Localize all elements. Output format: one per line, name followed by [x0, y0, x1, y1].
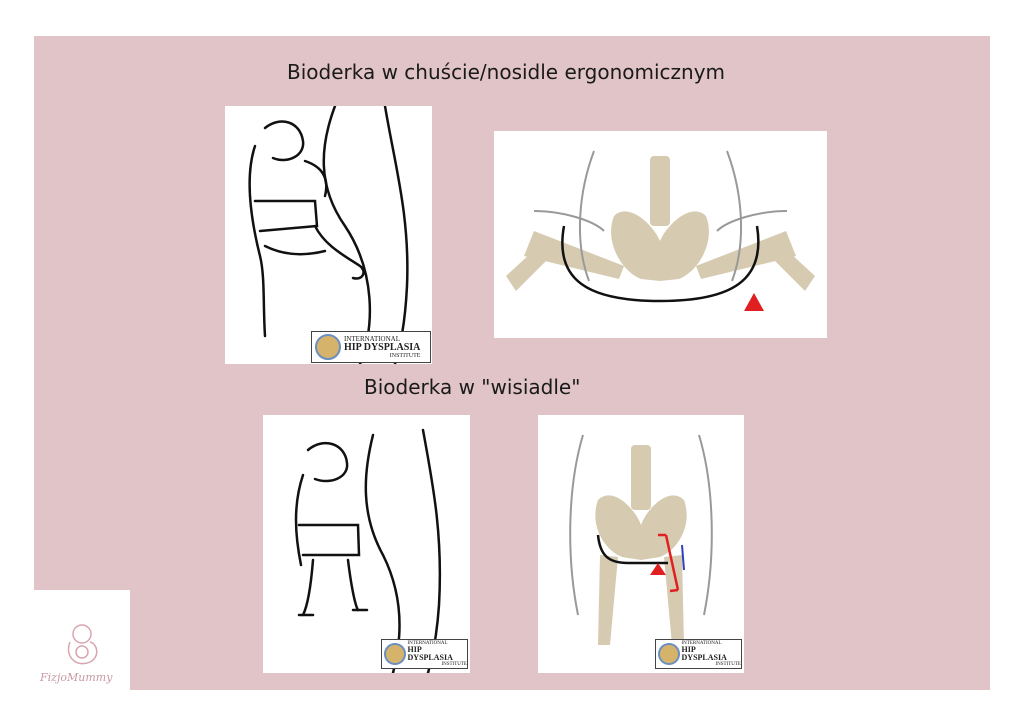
logo-line3: INSTITUTE: [715, 662, 741, 667]
hip-joint-logo-icon: [384, 643, 406, 665]
red-triangle-marker-icon: [650, 563, 666, 575]
mother-baby-logo-icon: [67, 624, 98, 665]
logo-line2: HIP DYSPLASIA: [681, 645, 727, 662]
hip-dysplasia-logo: INTERNATIONAL HIP DYSPLASIA INSTITUTE: [311, 331, 431, 363]
heading-hanging: Bioderka w "wisiadle": [364, 375, 581, 399]
blue-arrow-icon: [681, 544, 685, 571]
brand-name: FizjoMummy: [40, 671, 113, 684]
logo-line3: INSTITUTE: [441, 662, 467, 667]
heading-ergonomic: Bioderka w chuście/nosidle ergonomicznym: [287, 60, 726, 84]
hip-dysplasia-logo: INTERNATIONAL HIP DYSPLASIA INSTITUTE: [655, 639, 742, 669]
pelvis-spread-diagram: [494, 131, 827, 338]
logo-line3: INSTITUTE: [389, 352, 421, 359]
hip-joint-logo-icon: [315, 334, 341, 360]
hip-dysplasia-logo: INTERNATIONAL HIP DYSPLASIA INSTITUTE: [381, 639, 468, 669]
logo-line2: HIP DYSPLASIA: [344, 341, 421, 353]
brand-corner: FizjoMummy: [34, 590, 130, 690]
red-triangle-marker-icon: [744, 293, 764, 311]
hanging-carrier-illustration: INTERNATIONAL HIP DYSPLASIA INSTITUTE: [263, 415, 470, 673]
ergonomic-carrier-illustration: INTERNATIONAL HIP DYSPLASIA INSTITUTE: [225, 106, 432, 364]
logo-line1: INTERNATIONAL: [681, 641, 722, 646]
logo-line2: HIP DYSPLASIA: [407, 645, 453, 662]
logo-line1: INTERNATIONAL: [407, 641, 448, 646]
hip-joint-logo-icon: [658, 643, 680, 665]
pelvis-hanging-diagram: INTERNATIONAL HIP DYSPLASIA INSTITUTE: [538, 415, 744, 673]
logo-line1: INTERNATIONAL: [344, 334, 400, 343]
